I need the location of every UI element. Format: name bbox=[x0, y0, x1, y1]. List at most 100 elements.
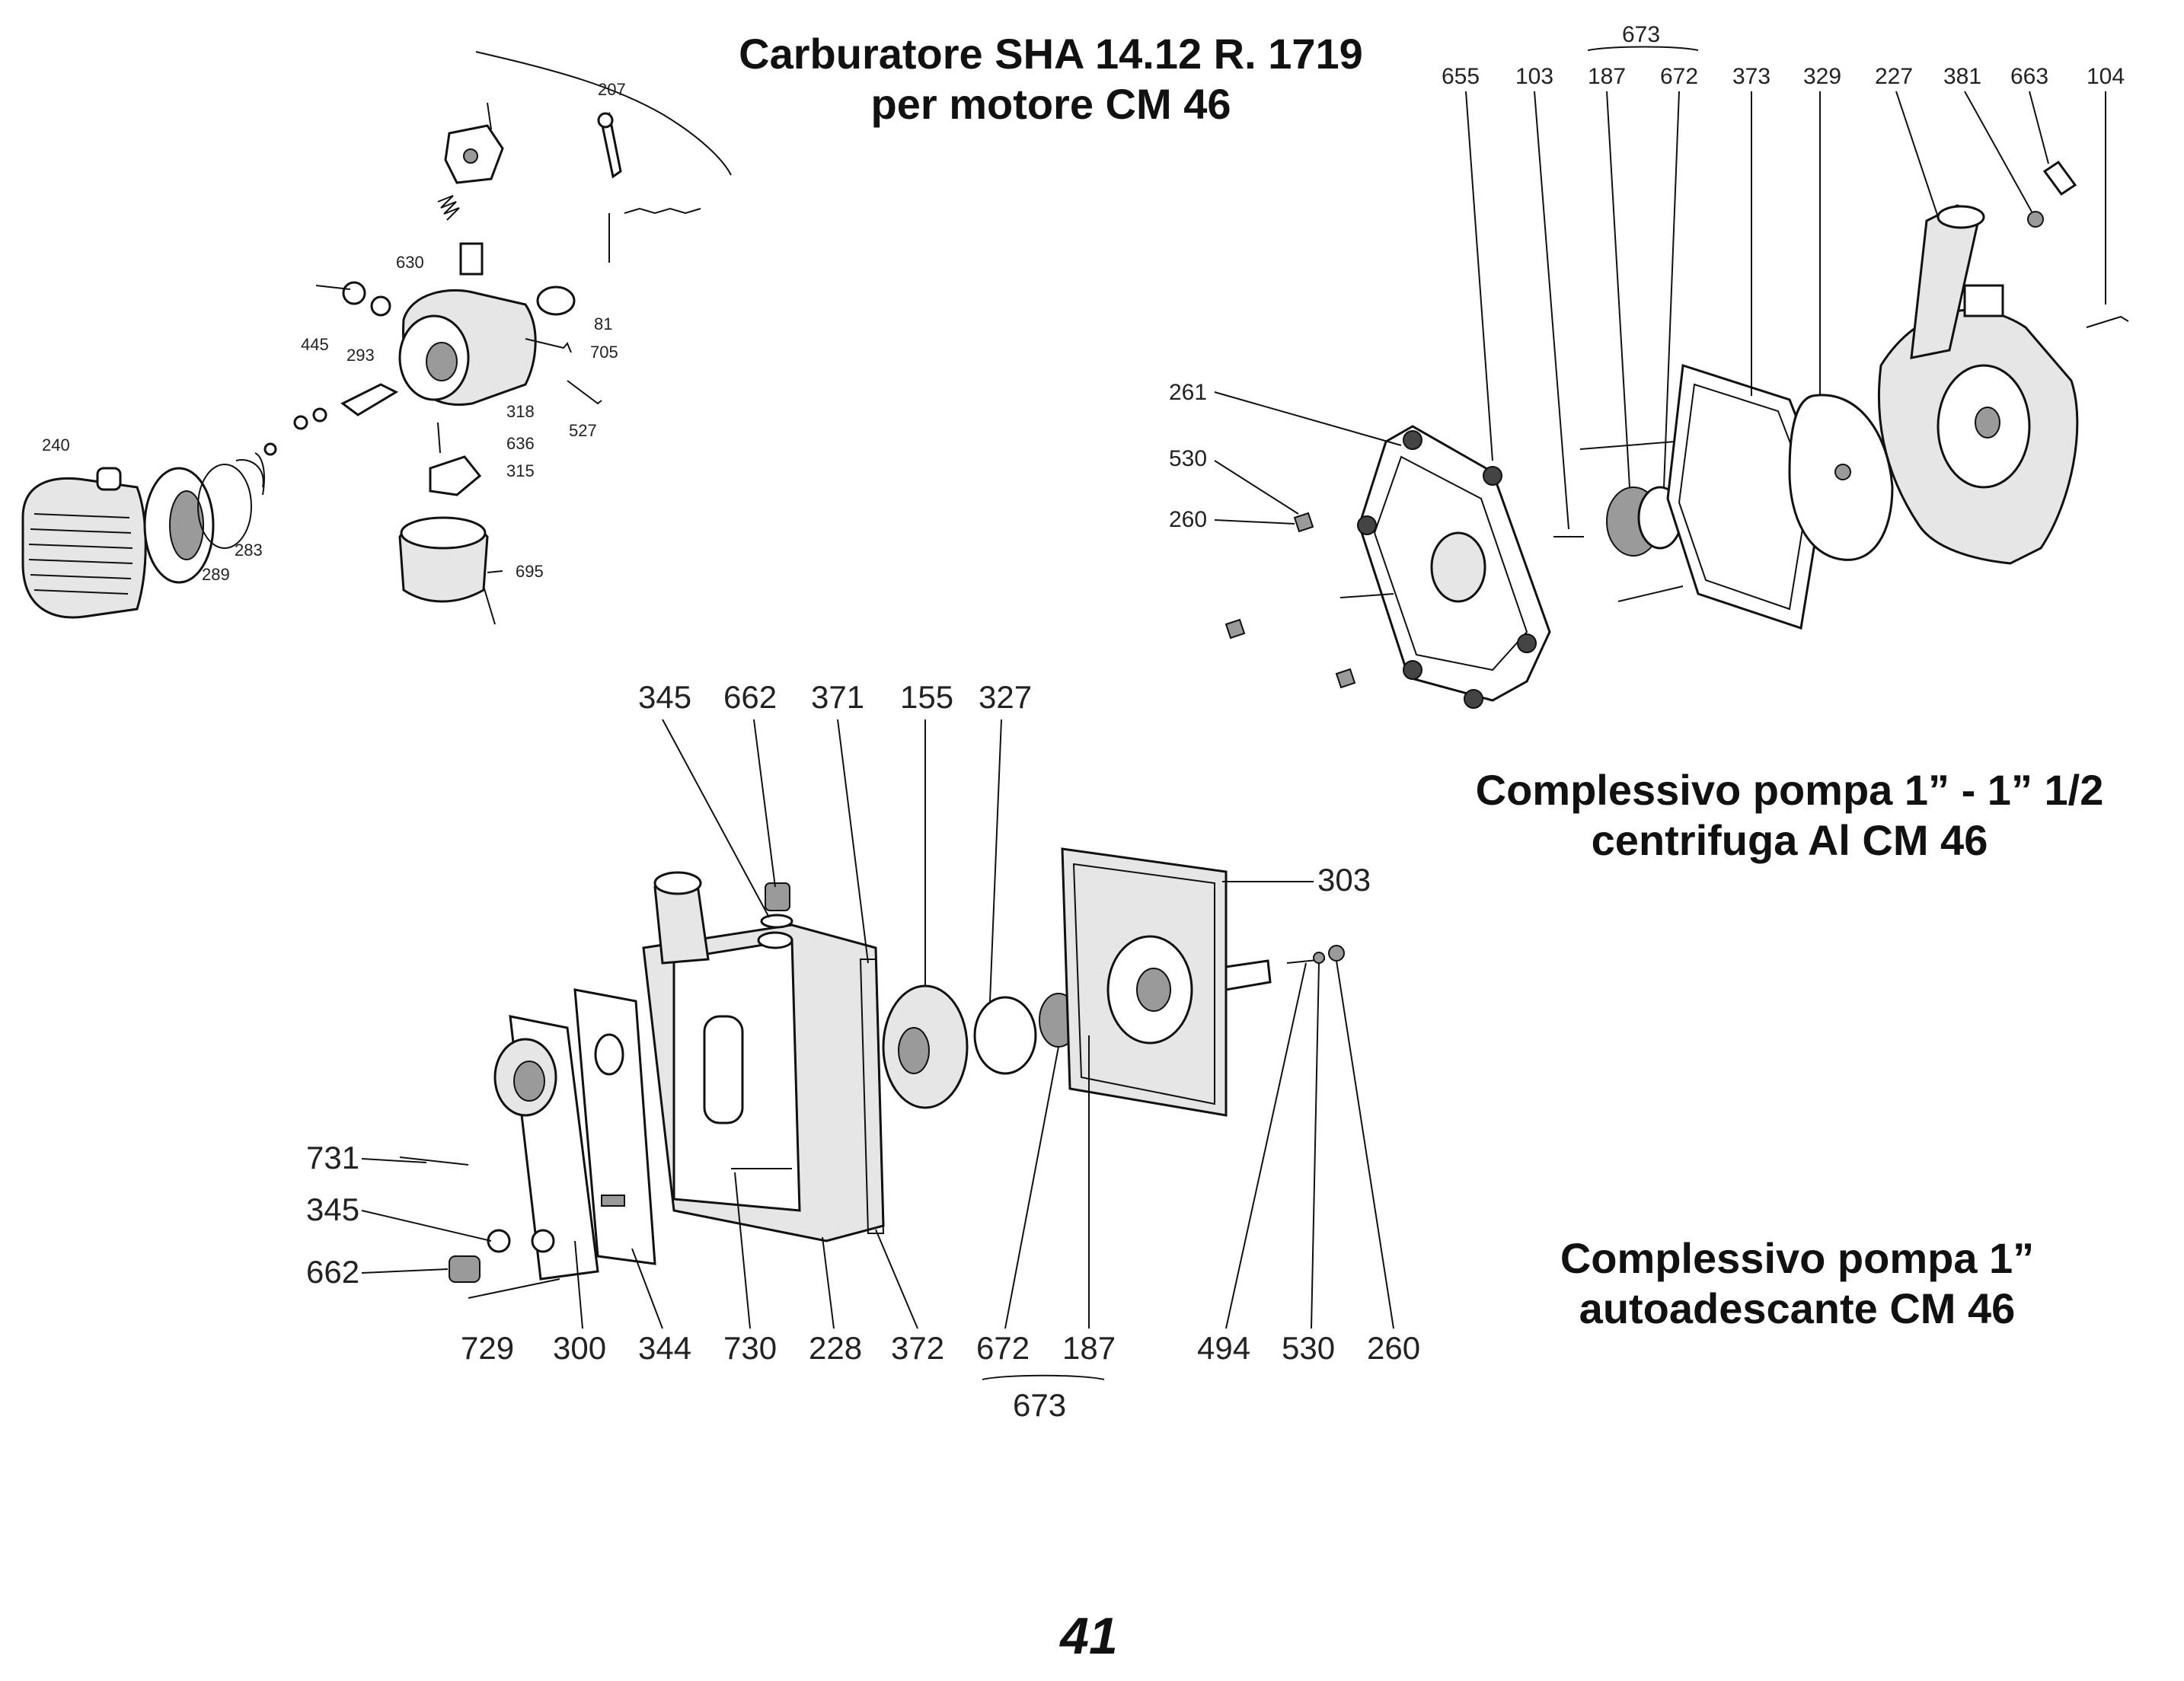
leader-662-top bbox=[753, 719, 776, 888]
nut-260 bbox=[1328, 945, 1345, 962]
leader-300 bbox=[574, 1240, 583, 1329]
label-318: 318 bbox=[506, 402, 535, 421]
leader-261 bbox=[1214, 391, 1402, 446]
leader-381 bbox=[1964, 91, 2032, 212]
label-260-bottom: 260 bbox=[1367, 1330, 1420, 1366]
label-372: 372 bbox=[891, 1330, 944, 1366]
throttle-cable bbox=[475, 51, 732, 176]
leader-327 bbox=[989, 719, 1002, 1002]
label-228: 228 bbox=[809, 1330, 862, 1366]
seal-327 bbox=[973, 996, 1037, 1075]
label-381: 381 bbox=[1943, 64, 1981, 89]
centrifugal-pump-diagram bbox=[1225, 160, 2129, 709]
label-81: 81 bbox=[594, 314, 612, 333]
air-filter-housing bbox=[21, 477, 147, 619]
label-289: 289 bbox=[202, 565, 230, 584]
label-527: 527 bbox=[569, 421, 597, 440]
needle-705 bbox=[525, 338, 572, 353]
bracket-673-bottom bbox=[982, 1374, 1105, 1380]
bowl-screw bbox=[483, 585, 496, 625]
air-filter-grille bbox=[28, 513, 133, 595]
selfpriming-pump-title-line1: Complessivo pompa 1” bbox=[1560, 1234, 2035, 1282]
label-260-top: 260 bbox=[1169, 507, 1207, 532]
throttle-slide bbox=[459, 242, 484, 276]
label-655: 655 bbox=[1442, 64, 1480, 89]
carburetor-title: Carburatore SHA 14.12 R. 1719 per motore… bbox=[655, 29, 1447, 129]
bolt-260 bbox=[1293, 512, 1314, 533]
adjusting-screw bbox=[624, 207, 701, 215]
leader-530-bottom bbox=[1311, 962, 1320, 1329]
label-445: 445 bbox=[301, 335, 329, 354]
leader-372 bbox=[875, 1229, 918, 1329]
label-207: 207 bbox=[598, 80, 626, 99]
leader-672-bottom bbox=[1004, 1046, 1059, 1329]
screw-731 bbox=[399, 1156, 469, 1166]
label-494: 494 bbox=[1197, 1330, 1250, 1366]
label-187-top: 187 bbox=[1588, 64, 1626, 89]
float-bowl-rim bbox=[400, 516, 487, 550]
leader-695 bbox=[487, 570, 503, 573]
float-cap bbox=[536, 285, 576, 316]
carburetor-title-line2: per motore CM 46 bbox=[870, 80, 1231, 128]
leader-260-top bbox=[1214, 519, 1295, 525]
lever-pivot bbox=[597, 112, 614, 129]
leader-227 bbox=[1895, 91, 1939, 218]
centrifugal-pump-title-line1: Complessivo pompa 1” - 1” 1/2 bbox=[1475, 766, 2104, 814]
washer-293 bbox=[370, 295, 391, 317]
pump-frame-inner bbox=[1373, 455, 1528, 671]
back-plate-rim bbox=[1072, 863, 1215, 1105]
leader-345-top bbox=[662, 719, 770, 918]
leader-663 bbox=[2029, 91, 2049, 164]
plug-662-lower bbox=[449, 1255, 481, 1283]
carburetor-venturi bbox=[426, 342, 458, 381]
label-103: 103 bbox=[1515, 64, 1553, 89]
label-187-bottom: 187 bbox=[1062, 1330, 1116, 1366]
washer-445 bbox=[342, 281, 366, 305]
leader-103 bbox=[1534, 91, 1569, 530]
selfpriming-pump-title: Complessivo pompa 1” autoadescante CM 46 bbox=[1493, 1233, 2102, 1334]
label-group-673-top: 673 bbox=[1622, 22, 1660, 47]
leader-228 bbox=[822, 1236, 835, 1329]
label-731: 731 bbox=[306, 1140, 359, 1175]
filter-gasket bbox=[197, 464, 252, 549]
gasket-344-hole bbox=[594, 1033, 624, 1076]
label-729: 729 bbox=[461, 1330, 514, 1366]
label-240: 240 bbox=[42, 435, 70, 455]
washer-530 bbox=[1313, 952, 1325, 964]
label-705: 705 bbox=[590, 343, 618, 362]
label-672-bottom: 672 bbox=[976, 1330, 1030, 1366]
label-155: 155 bbox=[900, 679, 953, 715]
gasket-344-slot bbox=[601, 1195, 625, 1207]
long-stud bbox=[1339, 593, 1394, 598]
filler-port bbox=[757, 931, 793, 949]
label-303: 303 bbox=[1317, 862, 1371, 898]
label-283: 283 bbox=[235, 541, 263, 560]
pump-body-window bbox=[703, 1015, 744, 1124]
throttle-spring bbox=[437, 195, 460, 221]
filter-washer-3 bbox=[312, 407, 327, 423]
label-636: 636 bbox=[506, 434, 535, 453]
frame-studs bbox=[1357, 430, 1537, 709]
centrifugal-pump-title-line2: centrifuga Al CM 46 bbox=[1591, 816, 1988, 864]
filter-washer-2 bbox=[293, 415, 308, 430]
carburetor-labels: 207 630 81 445 293 705 318 527 636 315 2… bbox=[42, 80, 626, 584]
label-327: 327 bbox=[979, 679, 1032, 715]
label-345-top: 345 bbox=[638, 679, 691, 715]
end-plate-bore bbox=[513, 1061, 545, 1102]
leader-655 bbox=[1465, 91, 1493, 461]
leader-672-top bbox=[1663, 91, 1680, 488]
needle-pin bbox=[437, 422, 441, 454]
label-300: 300 bbox=[553, 1330, 606, 1366]
bolt-104 bbox=[2086, 315, 2129, 328]
loose-nut-2 bbox=[1335, 668, 1356, 689]
label-315: 315 bbox=[506, 461, 535, 480]
screw-527 bbox=[567, 380, 602, 405]
frame-hub bbox=[1430, 531, 1486, 603]
label-345-lower: 345 bbox=[306, 1191, 359, 1227]
label-695: 695 bbox=[516, 562, 544, 581]
casing-eye bbox=[1975, 407, 2000, 439]
filter-mesh bbox=[169, 490, 204, 560]
carburetor-title-line1: Carburatore SHA 14.12 R. 1719 bbox=[739, 30, 1363, 78]
cover-screw bbox=[463, 148, 478, 164]
